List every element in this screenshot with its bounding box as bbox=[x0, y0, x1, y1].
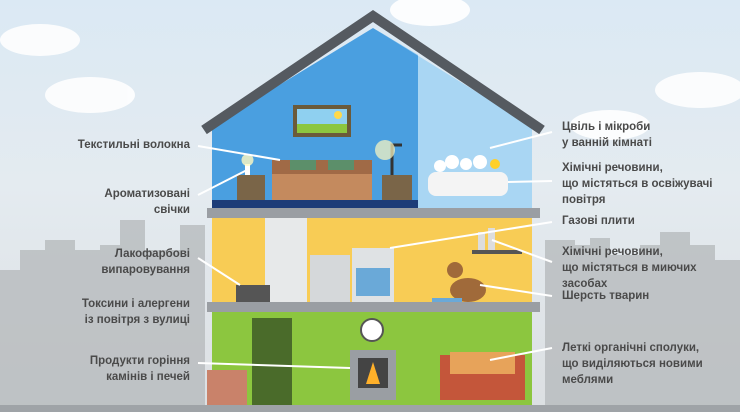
ground bbox=[0, 405, 740, 412]
label-line: засобах bbox=[562, 278, 608, 290]
label-line: свічки bbox=[153, 204, 190, 216]
label-line: повітря bbox=[562, 194, 606, 206]
label-textile-fibers: Текстильні волокна bbox=[78, 137, 190, 153]
label-line: Лакофарбові bbox=[114, 248, 190, 260]
label-line: Текстильні волокна bbox=[77, 139, 190, 151]
slab-lower bbox=[207, 302, 540, 312]
label-detergents: Хімічні речовини, що містяться в миючих за… bbox=[562, 244, 697, 292]
label-line: Ароматизовані bbox=[104, 188, 190, 200]
label-line: із повітря з вулиці bbox=[84, 314, 190, 326]
label-line: камінів і печей bbox=[106, 371, 190, 383]
label-line: що містяться в миючих bbox=[562, 262, 697, 274]
label-line: Леткі органічні сполуки, bbox=[562, 342, 700, 354]
label-gas-stoves: Газові плити bbox=[562, 213, 635, 229]
label-line: що містяться в освіжувачі bbox=[562, 178, 713, 190]
bricks bbox=[207, 370, 247, 405]
label-scented-candles: Ароматизовані свічки bbox=[104, 186, 190, 218]
label-line: Токсини і алергени bbox=[81, 298, 190, 310]
nightstand-right bbox=[382, 175, 412, 200]
label-line: меблями bbox=[562, 374, 614, 386]
label-pet-hair: Шерсть тварин bbox=[562, 288, 649, 304]
label-line: що виділяються новими bbox=[562, 358, 703, 370]
label-paint-fumes: Лакофарбові випаровування bbox=[101, 246, 190, 278]
clock bbox=[360, 318, 384, 342]
bathtub bbox=[428, 172, 508, 196]
label-line: у ванній кімнаті bbox=[562, 137, 652, 149]
bed bbox=[272, 170, 372, 200]
label-line: Газові плити bbox=[562, 215, 635, 227]
candle bbox=[245, 164, 250, 175]
clouds bbox=[0, 0, 740, 140]
slab-upper bbox=[207, 208, 540, 218]
label-voc: Леткі органічні сполуки, що виділяються н… bbox=[562, 340, 703, 388]
label-outdoor-toxins: Токсини і алергени із повітря з вулиці bbox=[82, 296, 190, 328]
label-line: Хімічні речовини, bbox=[562, 246, 663, 258]
front-door bbox=[252, 318, 292, 405]
label-mold: Цвіль і мікроби у ванній кімнаті bbox=[562, 119, 652, 151]
paint-cans bbox=[236, 285, 270, 302]
roof bbox=[201, 9, 545, 135]
label-line: Шерсть тварин bbox=[562, 290, 650, 302]
label-line: Продукти горіння bbox=[89, 355, 190, 367]
leader-lines bbox=[197, 131, 553, 369]
nightstand-left bbox=[237, 175, 265, 200]
label-line: Цвіль і мікроби bbox=[562, 121, 651, 133]
detergent-bottles bbox=[478, 232, 485, 250]
dog bbox=[450, 278, 486, 302]
label-combustion-products: Продукти горіння камінів і печей bbox=[90, 353, 190, 385]
label-line: Хімічні речовини, bbox=[562, 162, 663, 174]
label-line: випаровування bbox=[101, 264, 190, 276]
label-air-fresheners: Хімічні речовини, що містяться в освіжува… bbox=[562, 160, 712, 208]
rubber-duck bbox=[490, 159, 500, 169]
fridge bbox=[265, 218, 307, 302]
city-skyline bbox=[0, 220, 740, 412]
